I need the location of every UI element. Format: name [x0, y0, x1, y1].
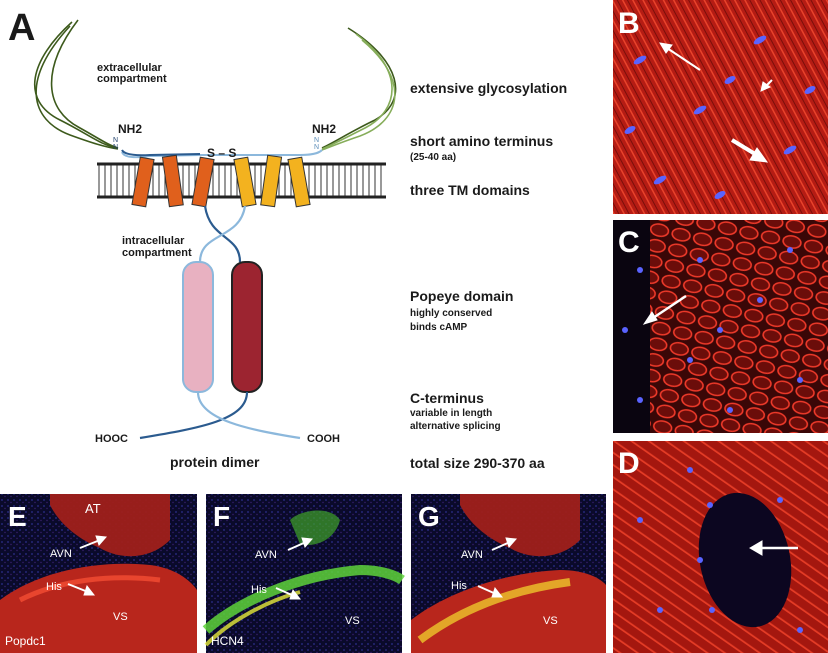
panel-label-a: A: [8, 7, 35, 49]
panel-b: B: [613, 0, 828, 214]
avn-label-g: AVN: [461, 549, 483, 561]
panel-d: D: [613, 441, 828, 653]
protein-dimer-label: protein dimer: [170, 454, 260, 470]
amino-terminus-chain: [121, 149, 323, 159]
amino-terminus-label: short amino terminus: [410, 133, 553, 149]
avn-staining-f: [290, 510, 340, 545]
arrows-g: [477, 537, 518, 598]
amino-terminus-chain-dark: [121, 149, 201, 157]
n-marker-right-1: N: [314, 137, 319, 144]
panel-label-g: G: [418, 501, 440, 532]
glycosylation-chains-right: [321, 27, 397, 151]
panel-g: AVN His VS G: [411, 494, 606, 653]
popeye-camp-label: binds cAMP: [410, 322, 468, 333]
nuclei-c: [622, 247, 803, 413]
panel-label-c: C: [618, 226, 640, 259]
avn-label-f: AVN: [255, 549, 277, 561]
popeye-domain-light: [182, 261, 214, 393]
his-label-g: His: [451, 580, 467, 592]
intracellular-label-line1: intracellular: [122, 235, 185, 247]
vessel-lumen-d: [698, 492, 792, 628]
vs-label-g: VS: [543, 615, 558, 627]
his-bundle-merge-g: [417, 578, 571, 644]
at-label-e: AT: [85, 501, 101, 516]
panel-label-b: B: [618, 7, 640, 40]
his-bundle-e: [18, 575, 161, 603]
disulfide-bond-label: S – S: [207, 146, 236, 160]
popeye-domain-dark: [231, 261, 263, 393]
tm-domains-label: three TM domains: [410, 182, 530, 198]
micrograph-c: [650, 220, 828, 433]
atrial-tissue-e: [50, 494, 170, 557]
avn-label-e: AVN: [50, 548, 72, 560]
micrograph-b: [613, 0, 828, 214]
n-marker-left-1: N: [113, 137, 118, 144]
popdc1-label: Popdc1: [5, 634, 46, 648]
his-label-e: His: [46, 581, 62, 593]
arrows-b: [659, 42, 773, 163]
hooc-label: HOOC: [95, 433, 128, 445]
arrows-e: [67, 535, 108, 596]
arrow-d: [749, 540, 798, 556]
nuclei-d: [637, 467, 803, 633]
extracellular-label-line1: extracellular: [97, 62, 163, 74]
nuclei-b: [624, 35, 816, 199]
popeye-conserved-label: highly conserved: [410, 308, 492, 319]
amino-terminus-length: (25-40 aa): [410, 152, 456, 163]
ventricular-septum-g: [411, 570, 606, 653]
panel-label-f: F: [213, 501, 230, 532]
cooh-label: COOH: [307, 433, 340, 445]
linker-light: [198, 205, 247, 263]
glycosylation-label: extensive glycosylation: [410, 80, 567, 96]
nh2-left-label: NH2: [118, 122, 142, 136]
vs-label-e: VS: [113, 611, 128, 623]
vs-label-f: VS: [345, 615, 360, 627]
his-label-f: His: [251, 584, 267, 596]
total-size-label: total size 290-370 aa: [410, 455, 545, 471]
glycosylation-chains-left: [33, 19, 119, 150]
arrow-c: [642, 294, 687, 325]
panel-f: AVN His VS HCN4 F: [202, 494, 405, 653]
arrows-f: [275, 537, 314, 600]
tm-helices-light: [233, 154, 311, 208]
panel-c: C: [613, 220, 828, 433]
panel-a: A extracellular compartment NH2 N N NH2 …: [8, 7, 567, 471]
tm-helices-dark: [131, 154, 215, 208]
n-marker-right-2: N: [314, 144, 319, 151]
c-terminus-light: [196, 391, 301, 440]
c-terminus-splicing-label: alternative splicing: [410, 421, 501, 432]
nh2-right-label: NH2: [312, 122, 336, 136]
panel-e: AT AVN His VS Popdc1 E: [0, 494, 197, 653]
panel-label-e: E: [8, 501, 27, 532]
intracellular-label-line2: compartment: [122, 247, 192, 259]
popeye-domain-label: Popeye domain: [410, 288, 513, 304]
his-bundle-staining-f: [202, 564, 405, 634]
atrial-tissue-g: [460, 494, 580, 557]
linker-dark: [203, 205, 242, 263]
c-terminus-dark: [139, 391, 249, 440]
hcn4-label: HCN4: [211, 634, 244, 648]
c-terminus-label: C-terminus: [410, 390, 484, 406]
n-marker-left-2: N: [113, 144, 118, 151]
c-terminus-variable-label: variable in length: [410, 408, 492, 419]
extracellular-label-line2: compartment: [97, 73, 167, 85]
panel-label-d: D: [618, 447, 640, 480]
